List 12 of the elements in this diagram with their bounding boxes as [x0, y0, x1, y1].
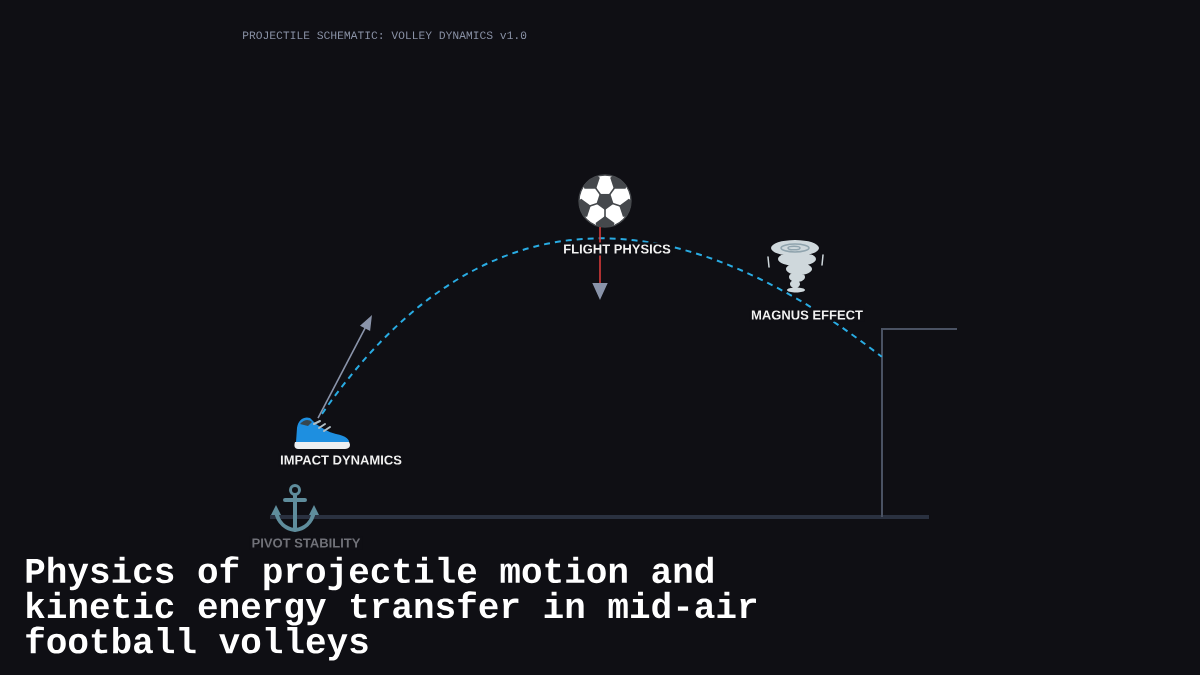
icon-label: PIVOT STABILITY — [249, 536, 363, 550]
icon-label: MAGNUS EFFECT — [749, 308, 865, 322]
trajectory-arc — [321, 238, 883, 415]
goal-post — [881, 328, 958, 518]
icon-label: FLIGHT PHYSICS — [561, 242, 673, 256]
schematic-heading: PROJECTILE SCHEMATIC: VOLLEY DYNAMICS v1.0 — [243, 31, 527, 40]
soccer-ball-icon — [578, 174, 632, 228]
headline: Physics of projectile motion and kinetic energy transfer in mid-air football volleys — [26, 556, 756, 661]
sneaker-icon — [294, 417, 350, 449]
tornado-icon — [767, 240, 824, 293]
anchor-icon — [271, 484, 319, 532]
icon-label: IMPACT DYNAMICS — [278, 453, 404, 467]
